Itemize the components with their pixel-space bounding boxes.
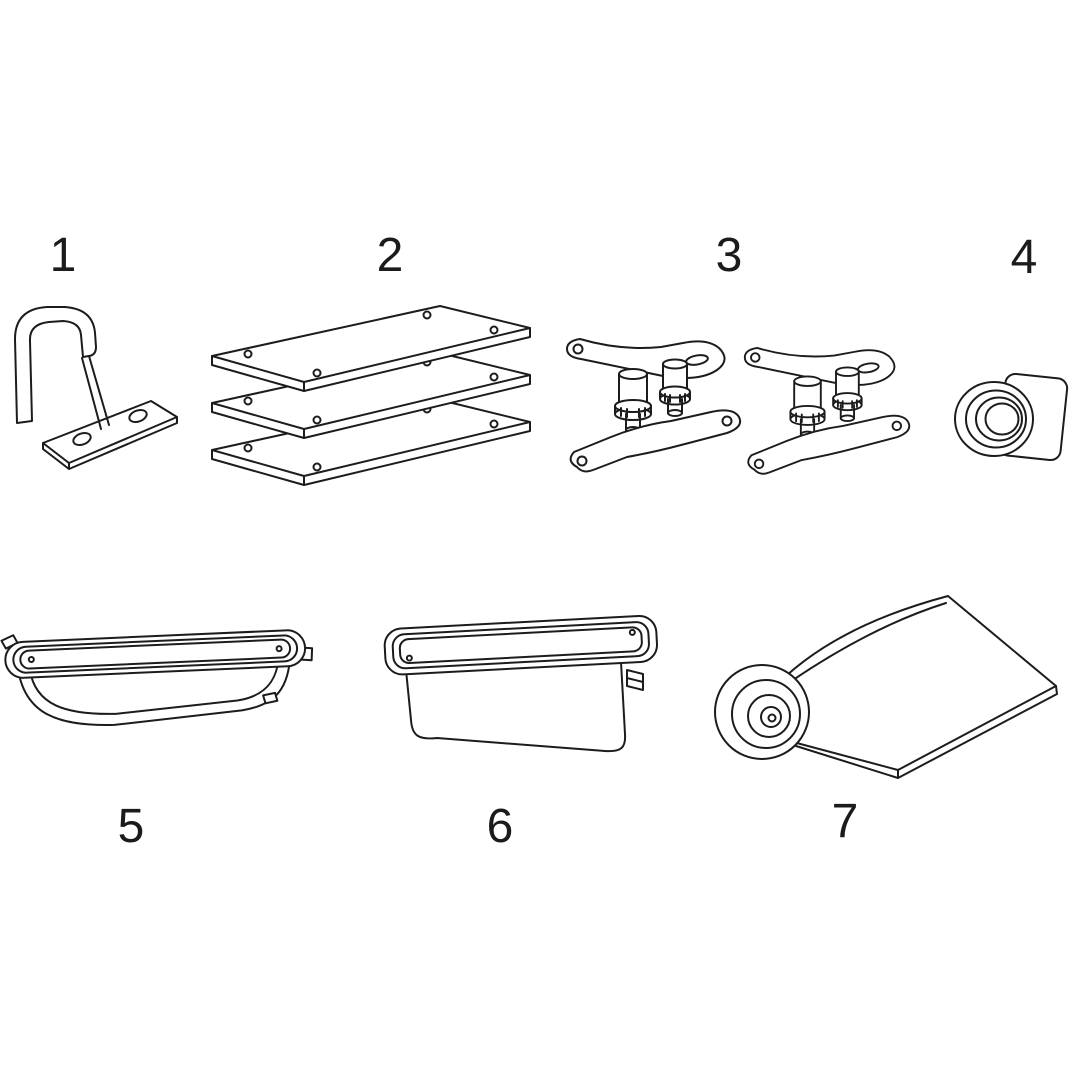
part-4-label: 4	[1010, 231, 1038, 284]
part-2-label: 2	[376, 229, 404, 282]
part-7-figure	[708, 592, 1063, 782]
part-1-figure	[5, 295, 185, 490]
part-5-label: 5	[117, 800, 145, 853]
spacer-plates-illustration	[211, 305, 531, 486]
part-6-figure	[375, 608, 675, 773]
outlet-collar-illustration	[954, 372, 1069, 462]
part-7-label: 7	[831, 795, 859, 848]
part-2-figure	[200, 300, 540, 495]
membrane-roll-illustration	[714, 595, 1058, 779]
adjustable-feet-illustration	[566, 338, 911, 475]
part-6-label: 6	[486, 800, 514, 853]
part-1-label: 1	[49, 229, 77, 282]
drain-channel-illustration	[0, 629, 314, 726]
drain-body-illustration	[383, 614, 658, 753]
mounting-bracket-illustration	[14, 306, 178, 470]
part-3-figure	[563, 318, 918, 483]
part-3-label: 3	[715, 229, 743, 282]
part-4-figure	[950, 362, 1075, 484]
part-5-figure	[0, 612, 315, 752]
